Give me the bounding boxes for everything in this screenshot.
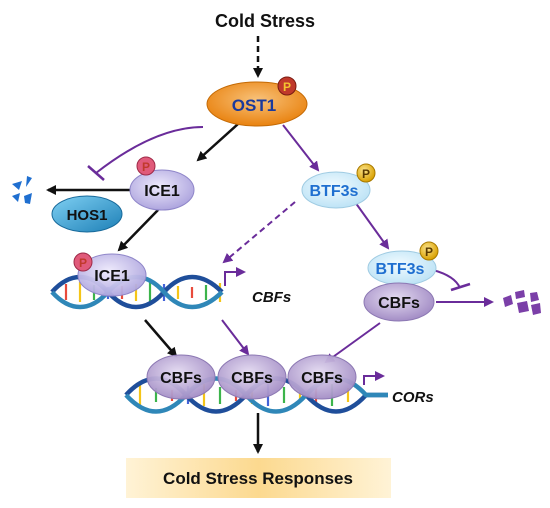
- node-hos1: HOS1: [51, 195, 123, 233]
- cbfs-complex-label: CBFs: [378, 295, 420, 312]
- gene-label-cbfs: CBFs: [252, 289, 291, 306]
- phospho-badge-btf3s-top: P: [356, 163, 376, 183]
- ost1-label: OST1: [232, 96, 276, 115]
- phospho-badge-ice1-dna: P: [73, 252, 93, 272]
- ice1-dna-label: ICE1: [94, 268, 130, 285]
- arrow-ost1-to-ice1: [196, 123, 239, 162]
- btf3s-complex-label: BTF3s: [376, 261, 425, 278]
- phospho-badge-ice1-top: P: [136, 156, 156, 176]
- arrow-ice1-to-cbfs1: [144, 319, 178, 358]
- node-ice1-top: ICE1: [129, 169, 195, 211]
- node-cbfs-3: CBFs: [287, 354, 357, 400]
- phospho-label-ost1: P: [283, 80, 291, 94]
- gene-label-cors: CORs: [392, 389, 434, 406]
- node-cbfs-2: CBFs: [217, 354, 287, 400]
- btf3s-top-label: BTF3s: [310, 183, 359, 200]
- arrow-btf3s-to-complex: [354, 201, 390, 250]
- node-btf3s-complex: BTF3s: [367, 250, 437, 286]
- ice1-top-label: ICE1: [144, 183, 180, 200]
- output-box: Cold Stress Responses: [126, 458, 391, 498]
- node-cbfs-1: CBFs: [146, 354, 216, 400]
- cold-stress-title: Cold Stress: [215, 11, 315, 31]
- inhibit-bar-btf3s: [450, 282, 471, 292]
- node-btf3s-top: BTF3s: [301, 171, 371, 209]
- promoter-arrow-cors: [363, 371, 385, 385]
- arrow-ice1-to-dna: [117, 209, 159, 252]
- arrow-btf3s-to-cbfs-dashed: [222, 201, 296, 264]
- degradation-icon-ice1: [12, 176, 32, 204]
- phospho-badge-ost1: P: [277, 76, 297, 96]
- inhibit-bar-hos1: [87, 165, 105, 181]
- degradation-icon-cbfs: [503, 290, 541, 315]
- phospho-badge-btf3s-complex: P: [419, 241, 439, 261]
- phospho-label-btf3s-complex: P: [425, 245, 433, 259]
- inhibit-ost1-to-hos1: [95, 126, 204, 174]
- arrow-cbfs-gene-to-cbfs2: [221, 319, 250, 356]
- cbfs-3-label: CBFs: [301, 370, 343, 387]
- hos1-label: HOS1: [67, 207, 108, 224]
- arrow-complex-to-cbfs3: [324, 322, 381, 364]
- phospho-label-ice1-top: P: [142, 160, 150, 174]
- cbfs-2-label: CBFs: [231, 370, 273, 387]
- arrow-ost1-to-btf3s: [282, 124, 320, 172]
- node-cbfs-complex: CBFs: [363, 282, 435, 322]
- promoter-arrow-cbfs: [224, 267, 246, 286]
- node-ice1-dna: ICE1: [77, 253, 147, 297]
- cbfs-1-label: CBFs: [160, 370, 202, 387]
- output-label: Cold Stress Responses: [163, 469, 353, 488]
- phospho-label-btf3s-top: P: [362, 167, 370, 181]
- phospho-label-ice1-dna: P: [79, 256, 87, 270]
- inhibit-btf3s-complex: [432, 269, 461, 289]
